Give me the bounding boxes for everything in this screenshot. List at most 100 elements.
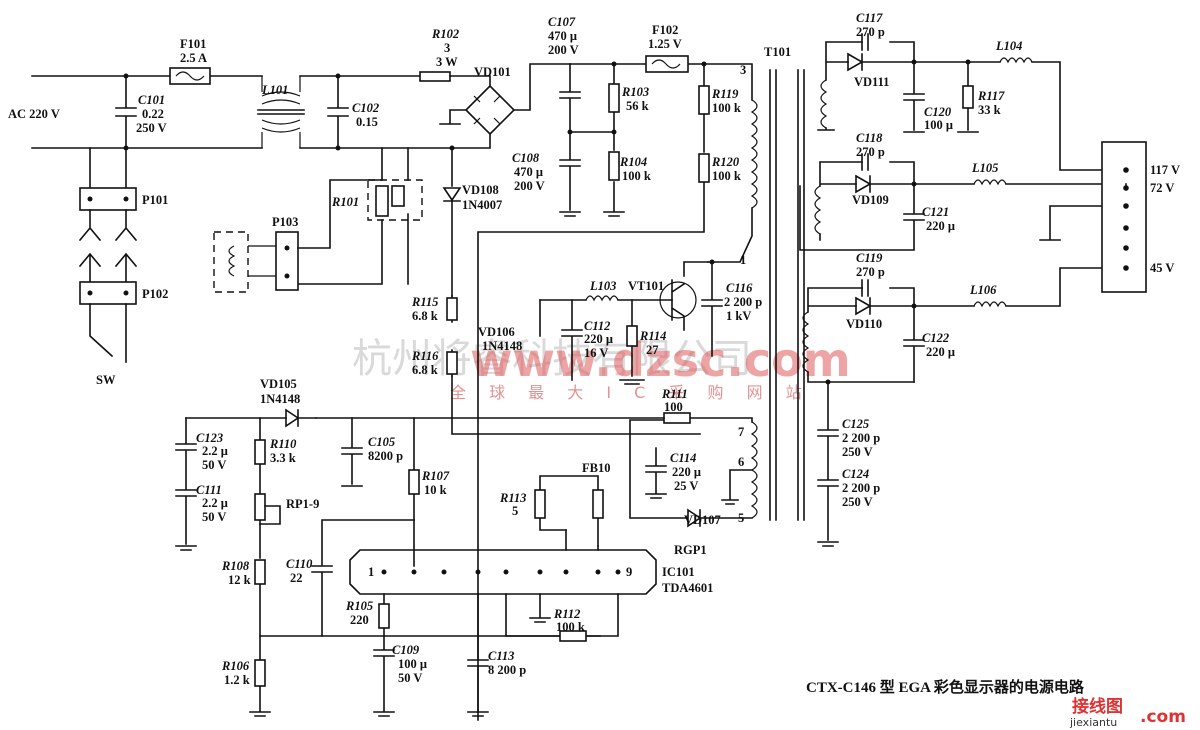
output-connector: 117 V 72 V 45 V xyxy=(1101,141,1180,293)
l104-ref: L104 xyxy=(995,39,1022,53)
vt101-ref: VT101 xyxy=(628,279,664,293)
f102-ref: F102 xyxy=(652,23,678,37)
r106-ref: R106 xyxy=(221,659,250,673)
c121-ref: C121 xyxy=(922,205,949,219)
switch-transistor-section: VT101 C116 2 200 p 1 kV L103 C112 220 μ … xyxy=(185,259,762,435)
p101-label: P101 xyxy=(142,193,168,207)
c111-v1: 2.2 μ xyxy=(202,496,228,510)
c125-ref: C125 xyxy=(842,417,869,431)
c102-ref: C102 xyxy=(352,101,379,115)
r119-v1: 100 k xyxy=(712,101,741,115)
r116-v1: 6.8 k xyxy=(412,363,438,377)
r113-v1: 5 xyxy=(512,504,518,518)
t101-ref: T101 xyxy=(764,45,791,59)
r110-v1: 3.3 k xyxy=(270,451,296,465)
c119-ref: C119 xyxy=(856,251,883,265)
r108-v1: 12 k xyxy=(228,573,251,587)
c109-ref: C109 xyxy=(392,643,420,657)
c122-v1: 220 μ xyxy=(926,345,955,359)
t101-pin6: 6 xyxy=(738,455,744,469)
r120-v1: 100 k xyxy=(712,169,741,183)
vd111-ref: VD111 xyxy=(854,75,889,89)
r111-ref: R111 xyxy=(661,387,688,401)
ic101: 1 9 IC101 TDA4601 R105 220 C109 100 μ 50… xyxy=(345,529,713,717)
c109-v2: 50 V xyxy=(398,671,422,685)
c113-ref: C113 xyxy=(488,649,514,663)
r108-ref: R108 xyxy=(221,559,250,573)
c111-ref: C111 xyxy=(196,483,222,497)
ic101-pin1: 1 xyxy=(368,565,374,579)
c108-ref: C108 xyxy=(512,151,540,165)
diagram-title: CTX-C146 型 EGA 彩色显示器的电源电路 xyxy=(806,678,1085,696)
f102-value: 1.25 V xyxy=(648,37,682,51)
t101-pin3: 3 xyxy=(740,63,746,77)
r102-ref: R102 xyxy=(431,27,459,41)
connector-section: P101 P102 SW xyxy=(78,147,168,387)
r105-ref: R105 xyxy=(345,599,373,613)
r107-v1: 10 k xyxy=(424,483,447,497)
r111-v1: 100 xyxy=(664,400,683,414)
connector-p102 xyxy=(79,281,137,305)
ac-input-section: AC 220 V F101 2.5 A C101 0.22 250 V L101… xyxy=(8,37,453,151)
vd106-v1: 1N4148 xyxy=(482,339,522,353)
watermark-company: 杭州将睿科技有限公司 xyxy=(352,336,752,382)
vd105-v1: 1N4148 xyxy=(260,392,300,406)
c123-v1: 2.2 μ xyxy=(202,444,228,458)
ic101-v1: TDA4601 xyxy=(662,581,713,595)
p103-label: P103 xyxy=(272,215,298,229)
c101-v1: 0.22 xyxy=(142,107,164,121)
output-45v: 45 V xyxy=(1150,261,1174,275)
c110-v1: 22 xyxy=(290,571,303,585)
r116-ref: R116 xyxy=(411,349,439,363)
c102-v1: 0.15 xyxy=(356,115,378,129)
c124-ref: C124 xyxy=(842,467,869,481)
vd108-v1: 1N4007 xyxy=(462,198,502,212)
site-logo-tld: .com xyxy=(1140,707,1186,727)
t101-pin1: 1 xyxy=(740,253,746,267)
c121-v1: 220 μ xyxy=(926,219,955,233)
r114-ref: R114 xyxy=(639,329,666,343)
r117-v1: 33 k xyxy=(978,103,1001,117)
vd109-ref: VD109 xyxy=(852,193,889,207)
c117-v1: 270 p xyxy=(856,25,885,39)
secondary-117v: C117 270 p VD111 C120 100 μ R117 33 k L1… xyxy=(817,11,1127,171)
fb10-ref: FB10 xyxy=(582,461,610,475)
vd106-ref: VD106 xyxy=(478,325,515,339)
c120-ref: C120 xyxy=(924,105,952,119)
l103-ref: L103 xyxy=(589,279,616,293)
r103-v1: 56 k xyxy=(626,99,649,113)
output-117v: 117 V xyxy=(1150,163,1180,177)
c112-v2: 16 V xyxy=(584,346,608,360)
f102-section: F102 1.25 V R119 100 k R120 100 k xyxy=(477,23,753,721)
feedback-section: C114 220 μ 25 V R113 5 FB10 xyxy=(499,447,701,547)
c119-v1: 270 p xyxy=(856,265,885,279)
r113-ref: R113 xyxy=(499,491,526,505)
c101-v2: 250 V xyxy=(136,121,167,135)
vd101-ref: VD101 xyxy=(474,65,511,79)
r107-ref: R107 xyxy=(421,469,450,483)
c113-v1: 8 200 p xyxy=(488,663,526,677)
c117-ref: C117 xyxy=(856,11,883,25)
ac-input-label: AC 220 V xyxy=(8,107,60,121)
c108-v2: 200 V xyxy=(514,179,545,193)
bridge-section: R102 3 3 W VD101 VD108 1N4007 xyxy=(419,27,571,297)
c105-v1: 8200 p xyxy=(368,449,403,463)
ic101-pin9: 9 xyxy=(626,565,632,579)
l105-ref: L105 xyxy=(971,161,998,175)
r112-v1: 100 k xyxy=(556,620,585,634)
transformer-t101: 3 1 T101 7 6 5 VD107 RGP1 xyxy=(629,45,805,557)
l106-ref: L106 xyxy=(969,283,997,297)
connector-p103 xyxy=(275,231,299,291)
c105-ref: C105 xyxy=(368,435,395,449)
c118-ref: C118 xyxy=(856,131,883,145)
r102 xyxy=(419,71,451,82)
c101-ref: C101 xyxy=(138,93,165,107)
c122-ref: C122 xyxy=(922,331,949,345)
c111-v2: 50 V xyxy=(202,510,226,524)
r104-v1: 100 k xyxy=(622,169,651,183)
vd105-ref: VD105 xyxy=(260,377,297,391)
c109-v1: 100 μ xyxy=(398,657,427,671)
site-logo-text: 接线图 xyxy=(1072,696,1123,717)
c125-v2: 250 V xyxy=(842,445,873,459)
